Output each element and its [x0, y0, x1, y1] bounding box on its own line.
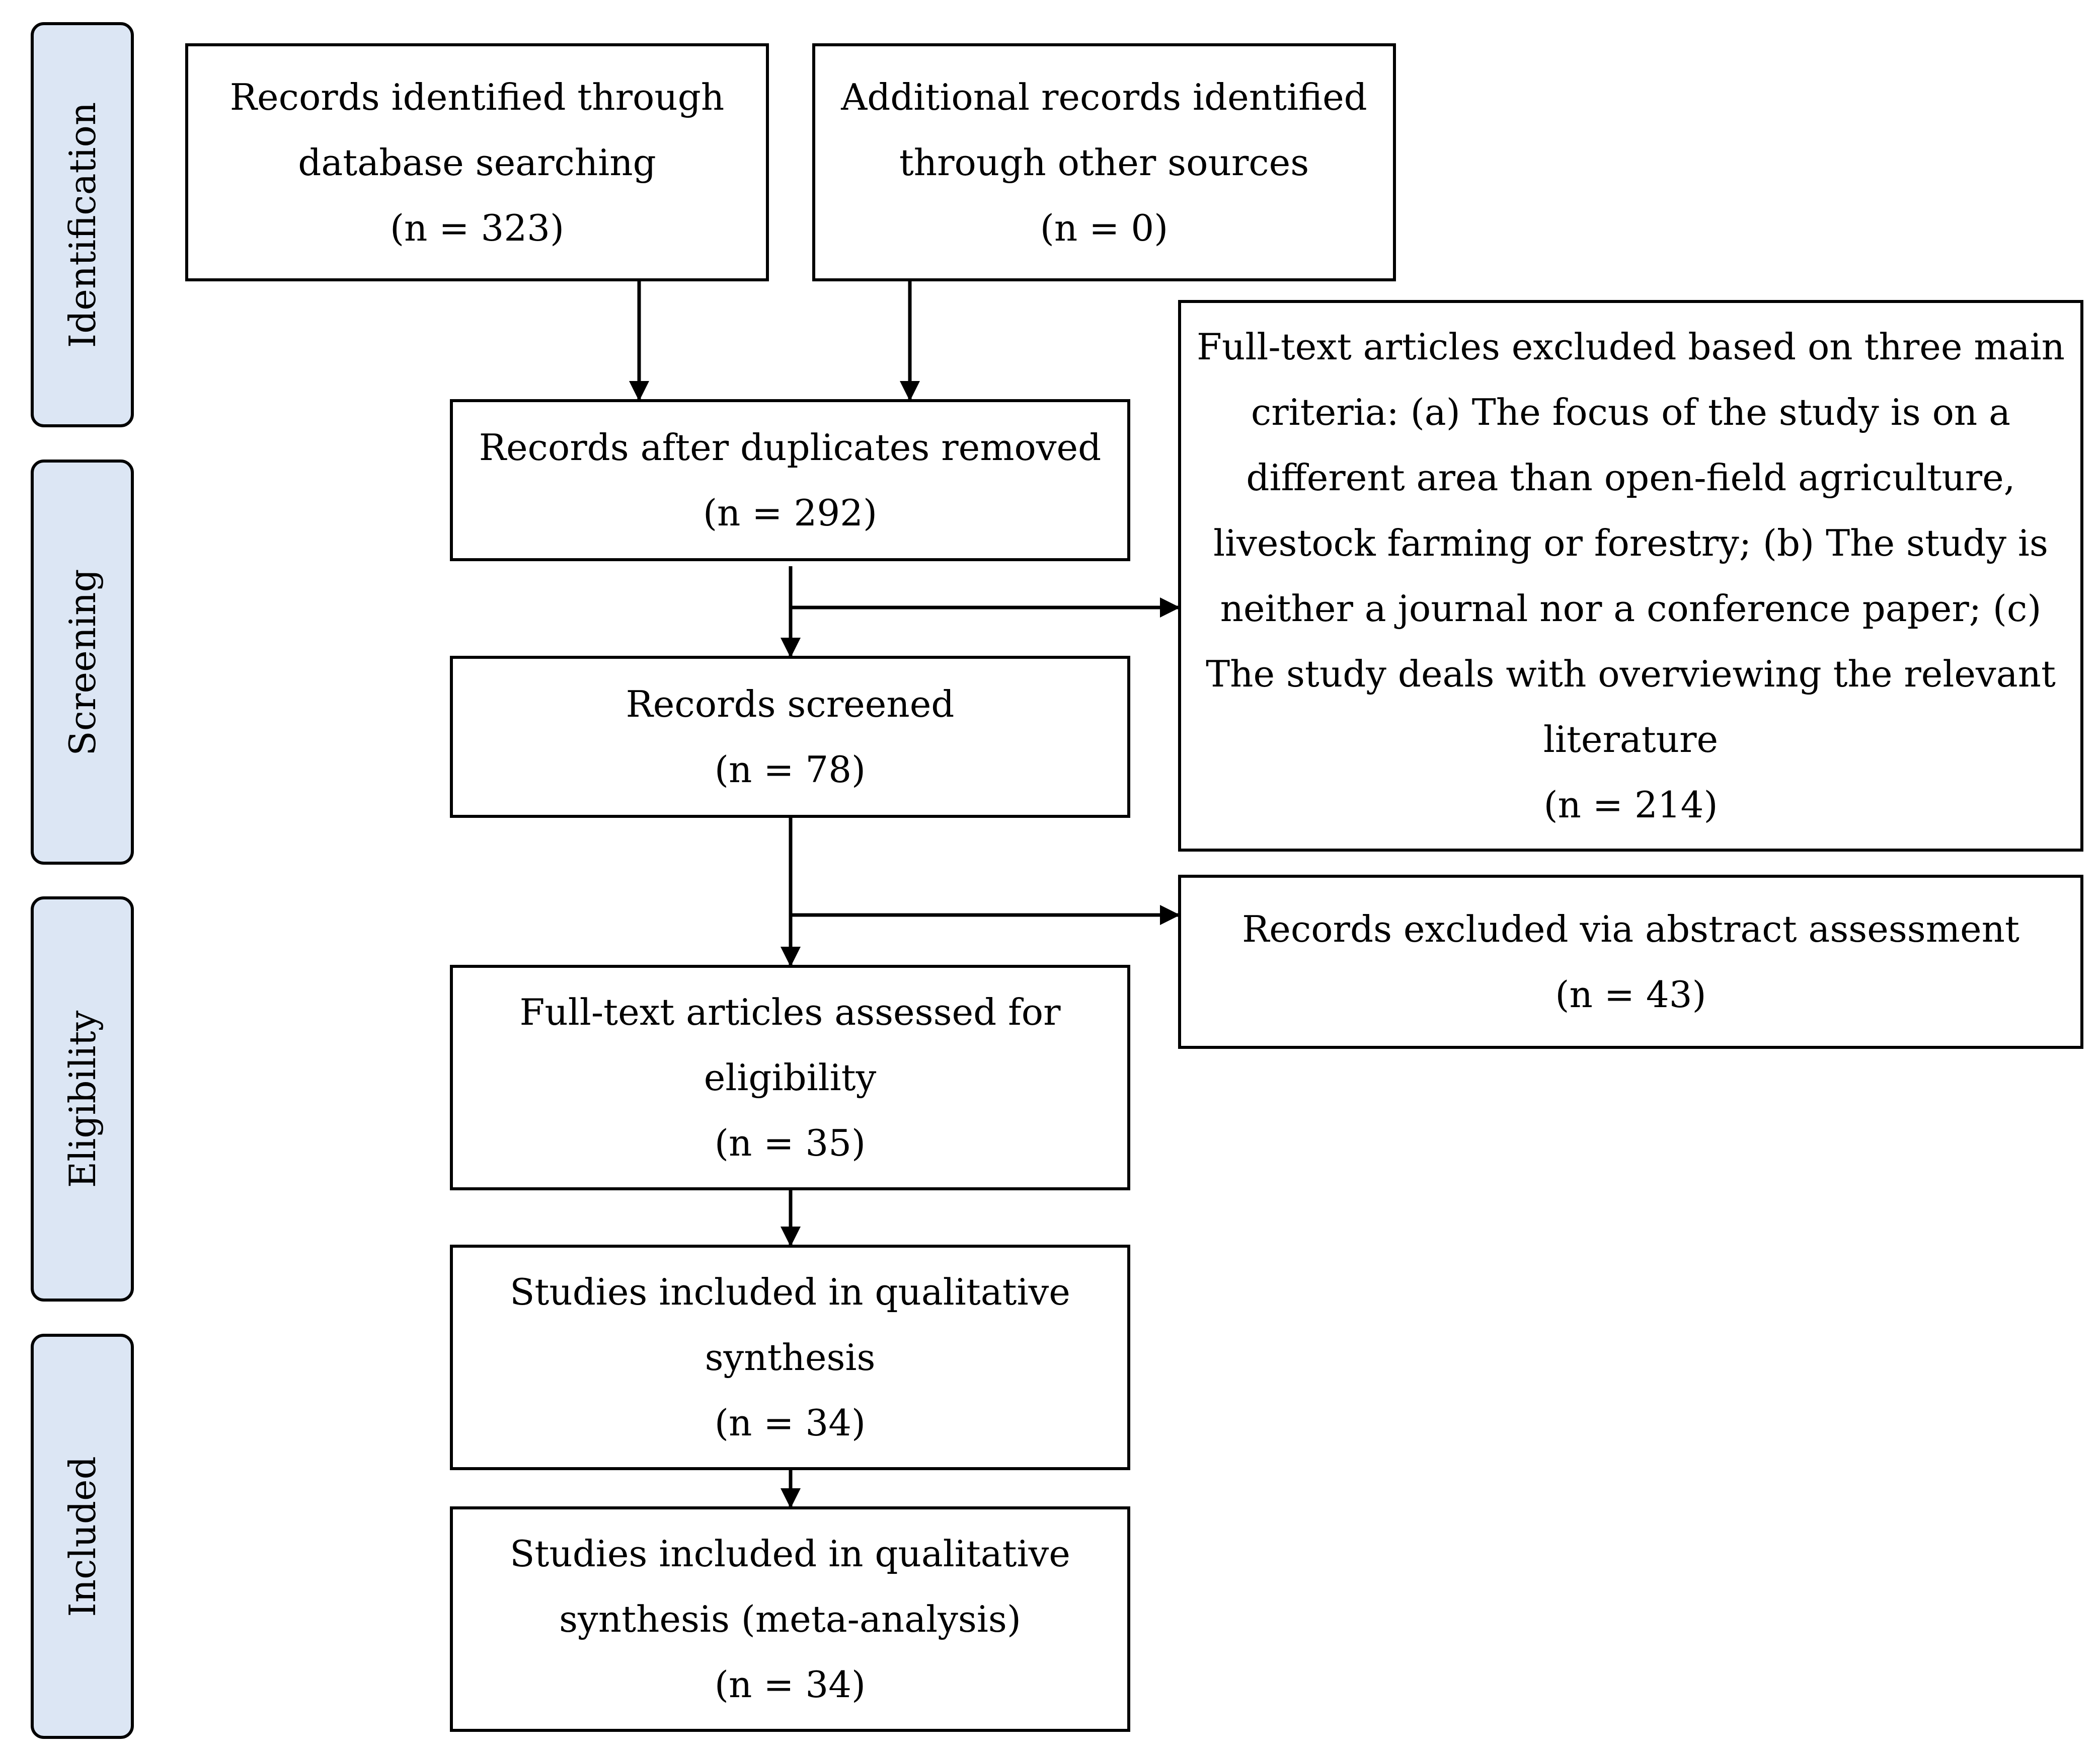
- box-qualitative-synthesis-line-1: Studies included in qualitative: [510, 1271, 1070, 1313]
- box-fulltext-excluded-count: (n = 214): [1543, 784, 1718, 826]
- box-qualitative-synthesis-count: (n = 34): [714, 1402, 866, 1444]
- box-meta-analysis-line-1: Studies included in qualitative: [510, 1533, 1070, 1575]
- box-other-sources: Additional records identified through ot…: [812, 43, 1396, 281]
- box-fulltext-assessed: Full-text articles assessed for eligibil…: [450, 965, 1130, 1190]
- box-database-search-count: (n = 323): [390, 206, 565, 249]
- box-other-sources-line-1: Additional records identified: [841, 75, 1367, 118]
- box-records-screened-line-1: Records screened: [626, 683, 955, 725]
- box-fulltext-excluded: Full-text articles excluded based on thr…: [1178, 300, 2083, 852]
- box-records-screened-count: (n = 78): [714, 748, 866, 791]
- box-meta-analysis-line-2: synthesis (meta-analysis): [559, 1598, 1021, 1640]
- box-fulltext-excluded-line-5: neither a journal nor a conference paper…: [1220, 587, 2042, 630]
- box-fulltext-excluded-line-7: literature: [1543, 718, 1719, 760]
- box-meta-analysis-count: (n = 34): [714, 1663, 866, 1706]
- box-database-search-line-2: database searching: [298, 141, 656, 184]
- box-other-sources-count: (n = 0): [1040, 206, 1169, 249]
- box-database-search: Records identified through database sear…: [185, 43, 769, 281]
- box-duplicates-removed-count: (n = 292): [703, 492, 878, 534]
- phase-screening: Screening: [31, 460, 134, 865]
- box-fulltext-excluded-line-2: criteria: (a) The focus of the study is …: [1251, 391, 2011, 433]
- box-fulltext-excluded-line-4: livestock farming or forestry; (b) The s…: [1213, 522, 2048, 564]
- phase-included: Included: [31, 1334, 134, 1739]
- box-abstract-excluded-count: (n = 43): [1555, 973, 1706, 1016]
- box-abstract-excluded: Records excluded via abstract assessment…: [1178, 875, 2083, 1049]
- box-fulltext-assessed-line-1: Full-text articles assessed for: [519, 991, 1061, 1033]
- box-database-search-line-1: Records identified through: [229, 75, 725, 118]
- box-other-sources-line-2: through other sources: [899, 141, 1309, 184]
- box-abstract-excluded-line-1: Records excluded via abstract assessment: [1242, 908, 2019, 950]
- box-fulltext-excluded-line-3: different area than open-field agricultu…: [1246, 456, 2015, 499]
- box-records-screened: Records screened (n = 78): [450, 656, 1130, 818]
- box-duplicates-removed: Records after duplicates removed (n = 29…: [450, 399, 1130, 561]
- phase-identification: Identification: [31, 22, 134, 427]
- box-fulltext-assessed-count: (n = 35): [714, 1122, 866, 1164]
- box-qualitative-synthesis-line-2: synthesis: [705, 1336, 876, 1379]
- box-duplicates-removed-line-1: Records after duplicates removed: [479, 426, 1102, 469]
- phase-eligibility: Eligibility: [31, 896, 134, 1302]
- box-meta-analysis: Studies included in qualitative synthesi…: [450, 1506, 1130, 1732]
- box-qualitative-synthesis: Studies included in qualitative synthesi…: [450, 1245, 1130, 1470]
- box-fulltext-excluded-line-1: Full-text articles excluded based on thr…: [1197, 326, 2065, 368]
- box-fulltext-assessed-line-2: eligibility: [704, 1056, 877, 1099]
- box-fulltext-excluded-line-6: The study deals with overviewing the rel…: [1206, 653, 2056, 695]
